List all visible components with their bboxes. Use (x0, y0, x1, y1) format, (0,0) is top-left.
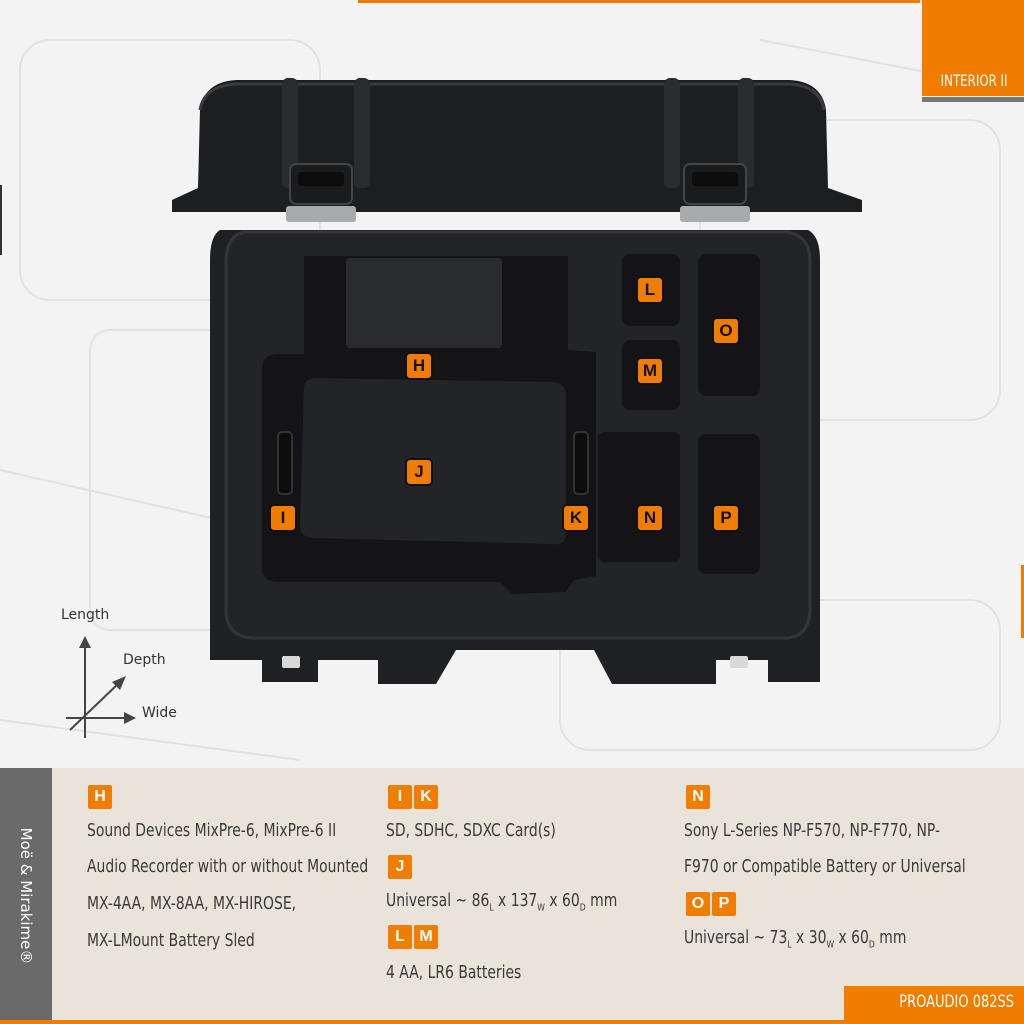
legend-badge-m: M (414, 925, 438, 949)
legend-badge-h: H (88, 785, 112, 809)
legend-h-line-3: MX-4AA, MX-8AA, MX-HIROSE, (87, 893, 297, 914)
legend-badge-o: O (686, 892, 710, 916)
slot-k (573, 431, 589, 495)
legend-badge-l: L (388, 925, 412, 949)
left-accent (0, 185, 2, 255)
legend-h-line-4: MX-LMount Battery Sled (87, 930, 255, 951)
brand-name: Moë & Mirakime® (17, 827, 35, 965)
tab-underline (922, 97, 1024, 102)
top-accent-line (358, 0, 920, 3)
legend-lm-text: 4 AA, LR6 Batteries (386, 962, 522, 983)
legend-n-line-1: Sony L-Series NP-F570, NP-F770, NP- (684, 820, 940, 841)
axis-depth-label: Depth (123, 652, 166, 668)
legend-op-text: Universal ~ 73L x 30W x 60D mm (684, 927, 907, 951)
legend-badge-n: N (686, 785, 710, 809)
legend-h-line-2: Audio Recorder with or without Mounted (87, 856, 369, 877)
axis-length-label: Length (61, 607, 110, 623)
model-badge: PROAUDIO 082SS (844, 986, 1024, 1020)
cavity-n (598, 432, 680, 562)
right-accent (1021, 565, 1024, 638)
cavity-j-recess (300, 378, 566, 545)
bottom-accent-line (0, 1020, 1024, 1024)
marker-m: M (636, 357, 664, 385)
marker-j: J (405, 458, 433, 486)
marker-h: H (405, 352, 433, 380)
legend-badge-p: P (712, 892, 736, 916)
brand-strip: Moë & Mirakime® (0, 768, 52, 1024)
marker-p: P (712, 504, 740, 532)
legend-badge-i: I (388, 785, 412, 809)
section-tab: INTERIOR II (922, 0, 1024, 96)
axis-wide-label: Wide (142, 705, 177, 721)
case-illustration (172, 78, 862, 684)
legend-badge-k: K (414, 785, 438, 809)
legend-badge-j: J (388, 855, 412, 879)
axis-diagram (66, 636, 136, 738)
latch-left (286, 163, 356, 222)
legend-h-line-1: Sound Devices MixPre-6, MixPre-6 II (87, 820, 337, 841)
section-label: INTERIOR II (941, 71, 1008, 90)
marker-l: L (636, 276, 664, 304)
marker-i: I (269, 504, 297, 532)
slot-i (277, 431, 293, 495)
case-lid (172, 80, 862, 212)
legend-n-line-2: F970 or Compatible Battery or Universal (684, 856, 966, 877)
marker-n: N (636, 504, 664, 532)
marker-o: O (712, 317, 740, 345)
model-name: PROAUDIO 082SS (899, 992, 1014, 1012)
latch-right (680, 163, 750, 222)
legend-j-text: Universal ~ 86L x 137W x 60D mm (386, 890, 618, 914)
legend-ik-text: SD, SDHC, SDXC Card(s) (386, 820, 556, 841)
marker-k: K (562, 504, 590, 532)
legend-panel (0, 768, 1024, 1024)
